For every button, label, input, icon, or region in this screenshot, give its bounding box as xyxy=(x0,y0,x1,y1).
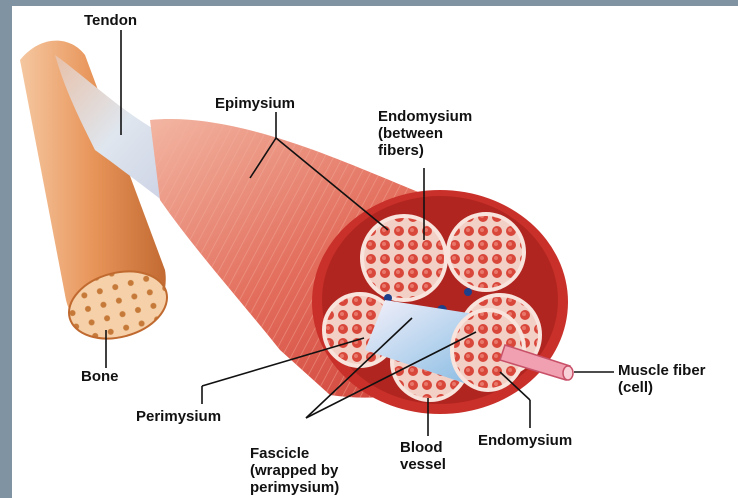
label-perimysium: Perimysium xyxy=(136,408,221,425)
label-muscle-fiber: Muscle fiber (cell) xyxy=(618,362,706,396)
label-fascicle: Fascicle (wrapped by perimysium) xyxy=(250,445,339,496)
label-endomysium-bottom: Endomysium xyxy=(478,432,572,449)
fascicle-shape xyxy=(362,216,446,300)
label-blood-vessel: Blood vessel xyxy=(400,439,446,473)
bone-shape xyxy=(20,41,175,349)
cross-section xyxy=(312,190,568,414)
label-endomysium-top: Endomysium (between fibers) xyxy=(378,108,472,159)
label-tendon: Tendon xyxy=(84,12,137,29)
label-bone: Bone xyxy=(81,368,119,385)
fascicle-shape xyxy=(448,214,524,290)
label-epimysium: Epimysium xyxy=(215,95,295,112)
